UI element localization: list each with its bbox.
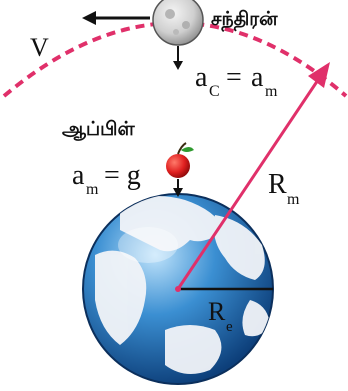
moon-accel-sub-c: C [209, 83, 220, 100]
earth-radius-sub: e [226, 319, 233, 335]
orbit-radius-r: R [268, 169, 287, 200]
moon-accel-sub-m: m [265, 83, 278, 100]
apple-accel-a: a [72, 160, 85, 191]
velocity-label: V [30, 33, 49, 62]
apple-accel-sub-m: m [86, 181, 99, 198]
orbit-radius-sub: m [287, 191, 300, 208]
moon-accel-a: a [195, 62, 208, 93]
moon-accel-a2: a [251, 62, 264, 93]
moon [153, 0, 203, 45]
apple-name-label: ஆப்பிள் [62, 118, 135, 140]
apple-accel-eq: = g [104, 160, 141, 191]
velocity-arrowhead [82, 11, 96, 25]
moon-accel-arrowhead [173, 61, 183, 70]
apple-accel-equation: a m = g [72, 160, 141, 198]
moon-name-label: சந்திரன் [211, 8, 278, 32]
earth-radius-r: R [208, 297, 226, 326]
moon-accel-equation: a C = a m [195, 62, 278, 100]
apple [166, 143, 194, 178]
orbit-radius-label: R m [268, 169, 300, 208]
orbit-radius-arrowhead [308, 62, 330, 88]
moon-accel-eq: = [226, 62, 242, 93]
